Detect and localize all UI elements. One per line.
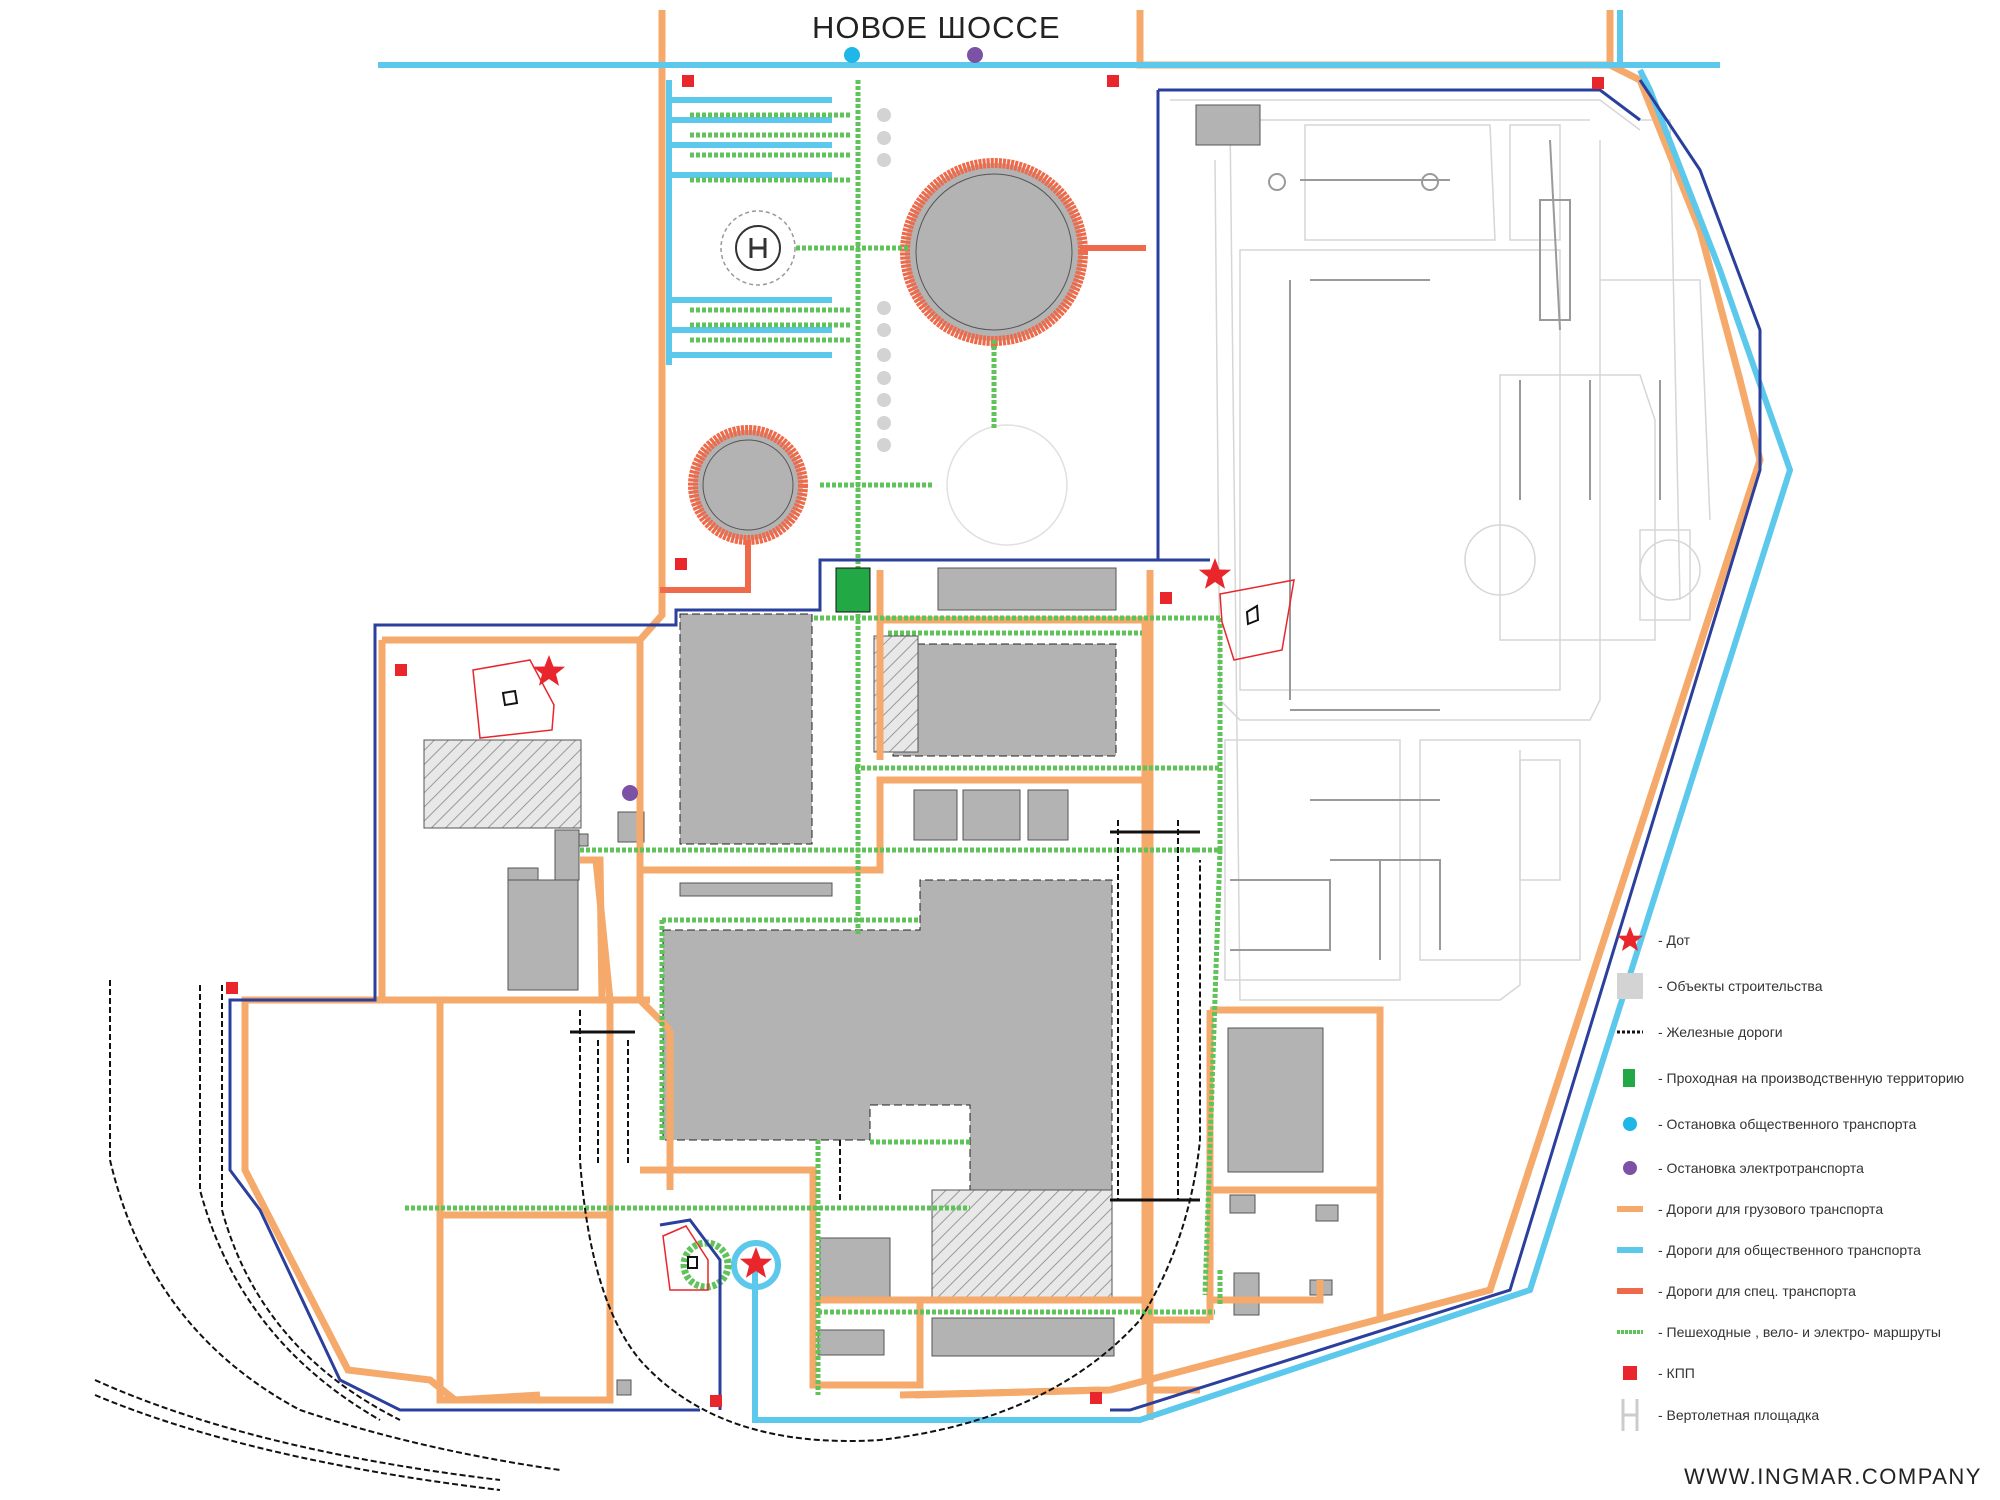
legend-row: - Остановка общественного транспорта — [1610, 1104, 1916, 1144]
railway-ties — [570, 830, 1200, 1202]
legend-row: - Дот — [1610, 920, 1690, 960]
dot-bunkers — [501, 604, 1260, 1269]
legend-label: - Дороги для грузового транспорта — [1658, 1201, 1884, 1217]
footer-website: WWW.INGMAR.COMPANY — [1684, 1464, 1982, 1489]
electric-transport-stop-2 — [622, 785, 638, 801]
legend-label: - Остановка общественного транспорта — [1658, 1116, 1917, 1132]
public-transport-stop — [844, 47, 860, 63]
legend-label: - Дороги для общественного транспорта — [1658, 1242, 1921, 1258]
legend-row: - Остановка электротранспорта — [1610, 1148, 1864, 1188]
legend-row: - Дороги для общественного транспорта — [1610, 1230, 1921, 1270]
boundary-lines — [228, 79, 1762, 1412]
industrial-structures — [1230, 139, 1661, 960]
legend-label: - Дороги для спец. транспорта — [1658, 1283, 1856, 1299]
orange-line-icon — [1610, 1189, 1650, 1229]
background-plan-lines — [1170, 99, 1711, 1001]
legend-label: - Объекты строительства — [1658, 978, 1823, 994]
railways — [94, 820, 1201, 1491]
electric-transport-stop — [967, 47, 983, 63]
left-buildings — [507, 829, 1339, 1222]
legend-row: - Железные дороги — [1610, 1012, 1783, 1052]
legend-row: - Пешеходные , вело- и электро- маршруты — [1610, 1312, 1941, 1352]
legend-label: - Вертолетная площадка — [1658, 1407, 1820, 1423]
green-line-icon — [1610, 1312, 1650, 1352]
dot-stars — [532, 558, 1232, 1278]
legend-label: - КПП — [1658, 1365, 1695, 1381]
public-transport-roads — [378, 10, 1794, 1423]
legend-row: - Дороги для грузового транспорта — [1610, 1189, 1883, 1229]
helipad-icon — [1610, 1395, 1650, 1435]
blue-line-icon — [1610, 1230, 1650, 1270]
dot-zones — [472, 579, 1295, 1291]
legend-label: - Железные дороги — [1658, 1024, 1783, 1040]
green-square-icon — [1610, 1058, 1650, 1098]
cyan-circle-icon — [1610, 1104, 1650, 1144]
ring-structures — [688, 158, 1088, 546]
legend-row: - КПП — [1610, 1353, 1695, 1393]
legend-row: - Объекты строительства — [1610, 966, 1823, 1006]
legend-label: - Остановка электротранспорта — [1658, 1160, 1864, 1176]
railway-icon — [1610, 1012, 1650, 1052]
star-icon — [1610, 920, 1650, 960]
red-line-icon — [1610, 1271, 1650, 1311]
hatched-buildings — [423, 635, 1113, 1301]
grey-square-icon — [1610, 966, 1650, 1006]
decor-circles — [877, 108, 891, 452]
road-title: НОВОЕ ШОССЕ — [812, 10, 1061, 45]
legend-row: - Дороги для спец. транспорта — [1610, 1271, 1856, 1311]
legend-row: - Проходная на производственную территор… — [1610, 1058, 1964, 1098]
pedestrian-routes — [405, 80, 1223, 1395]
legend-label: - Проходная на производственную территор… — [1658, 1070, 1965, 1086]
buildings — [507, 104, 1333, 1396]
helipad — [720, 210, 796, 286]
legend-row: - Вертолетная площадка — [1610, 1395, 1819, 1435]
red-square-icon — [1610, 1353, 1650, 1393]
legend-label: - Пешеходные , вело- и электро- маршруты — [1658, 1324, 1941, 1340]
production-entrance — [835, 567, 871, 613]
checkpoints — [226, 75, 1604, 1407]
legend-label: - Дот — [1658, 932, 1691, 948]
purple-circle-icon — [1610, 1148, 1650, 1188]
